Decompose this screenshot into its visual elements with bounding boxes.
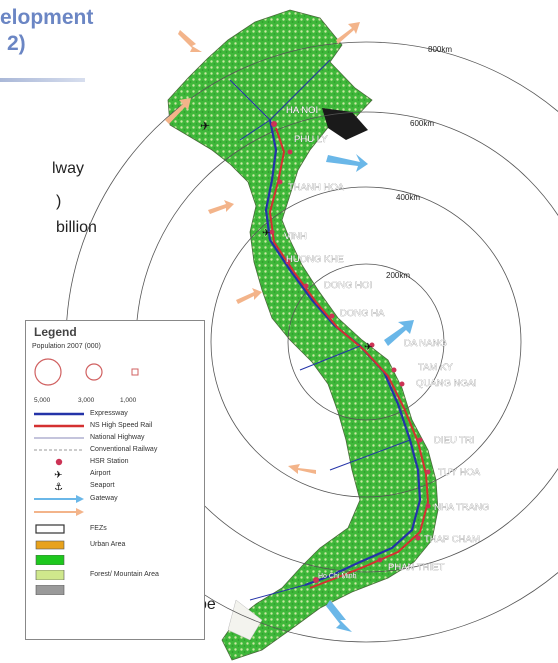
legend-label-airport: Airport xyxy=(90,470,111,477)
legend-label-fezs: FEZs xyxy=(90,525,107,532)
city-label-ho-chi-minh: Ho Chi Minh xyxy=(318,573,357,580)
gateway-arrows xyxy=(326,154,414,632)
population-value-medium: 3,000 xyxy=(78,397,95,404)
forest-box-icon xyxy=(35,570,65,580)
highway-network xyxy=(229,59,411,601)
title-underline xyxy=(0,78,85,82)
svg-text:✈: ✈ xyxy=(364,342,372,353)
population-value-large: 5,000 xyxy=(34,397,51,404)
population-circle-small xyxy=(131,368,139,376)
body-text-fragment-2: ) xyxy=(56,193,62,210)
airport-icon: ✈ xyxy=(54,470,62,479)
city-label-dong-hoi: DONG HOI xyxy=(324,280,372,291)
legend-row-conventional-railway: Conventional Railway xyxy=(32,445,202,455)
city-label-thanh-hoa: THANH HOA xyxy=(288,182,345,193)
population-value-small: 1,000 xyxy=(120,397,137,404)
green-box-icon xyxy=(35,555,65,565)
ring-label-200km: 200km xyxy=(386,271,410,280)
city-label-da-nang: DA NANG xyxy=(404,338,447,349)
rail-line-symbol xyxy=(34,424,84,428)
city-label-nha-trang: NHA TRANG xyxy=(434,502,489,513)
map-legend: Legend Population 2007 (000) 5,000 3,000… xyxy=(25,320,205,640)
legend-label-hsr-station: HSR Station xyxy=(90,458,129,465)
legend-row-national-highway: National Highway xyxy=(32,433,202,443)
legend-label-gateway: Gateway xyxy=(90,495,118,502)
slide-title: elopment 2) xyxy=(0,6,93,55)
legend-label-urban-area: Urban Area xyxy=(90,541,126,548)
ring-label-400km: 400km xyxy=(396,193,420,202)
legend-row-green xyxy=(32,555,202,565)
growth-arrow-icon xyxy=(34,508,84,516)
legend-label-ns-rail: NS High Speed Rail xyxy=(90,422,153,429)
city-label-quang-ngai: QUANG NGAI xyxy=(416,378,477,389)
legend-label-forest: Forest/ Mountain Area xyxy=(90,571,159,578)
city-label-tam-ky: TAM KY xyxy=(418,362,453,373)
city-label-phu-ly: PHU LY xyxy=(294,134,328,145)
growth-arrows xyxy=(165,22,360,474)
legend-row-growth xyxy=(32,507,202,517)
legend-row-gateway: Gateway xyxy=(32,494,202,504)
ring-400km xyxy=(210,186,522,498)
legend-row-urban-area: Urban Area xyxy=(32,540,202,550)
body-text-fragment-1: lway xyxy=(52,160,85,177)
legend-row-forest: Forest/ Mountain Area xyxy=(32,570,202,580)
neighbour-land xyxy=(227,599,263,641)
population-circles xyxy=(34,358,139,386)
grey-box-icon xyxy=(35,585,65,595)
svg-text:✈: ✈ xyxy=(262,228,270,239)
slide-title-line-1: elopment xyxy=(0,6,94,29)
city-markers xyxy=(269,121,431,583)
airport-icons: ✈ ✈ ✈ xyxy=(200,119,372,353)
legend-label-seaport: Seaport xyxy=(90,482,115,489)
ring-label-800km: 800km xyxy=(428,45,452,54)
country-land xyxy=(167,9,439,661)
city-label-phan-thiet: PHAN THIET xyxy=(388,562,445,573)
legend-row-grey xyxy=(32,585,202,595)
legend-row-expressway: Expressway xyxy=(32,409,202,419)
city-label-vinh: VINH xyxy=(284,231,307,242)
legend-row-fezs: FEZs xyxy=(32,524,202,534)
city-label-ha-noi: HA NOI xyxy=(286,105,318,116)
high-speed-rail-route xyxy=(268,127,430,589)
legend-row-ns-rail: NS High Speed Rail xyxy=(32,421,202,431)
legend-label-conventional-railway: Conventional Railway xyxy=(90,446,158,453)
legend-label-expressway: Expressway xyxy=(90,410,128,417)
city-label-tuy-hoa: TUY HOA xyxy=(438,467,481,478)
slide-title-line-2: 2) xyxy=(7,32,26,55)
urban-box-icon xyxy=(35,540,65,550)
city-label-thap-cham: THAP CHAM xyxy=(424,534,480,545)
svg-text:✈: ✈ xyxy=(200,119,210,133)
svg-text:✈: ✈ xyxy=(54,470,62,479)
svg-text:⚓: ⚓ xyxy=(54,482,63,491)
city-label-huong-khe: HUONG KHE xyxy=(286,254,344,265)
legend-row-hsr-station: HSR Station xyxy=(32,457,202,467)
legend-row-seaport: ⚓ Seaport xyxy=(32,481,202,491)
railway-line-symbol xyxy=(34,449,84,451)
city-label-dong-ha: DONG HA xyxy=(340,308,385,319)
legend-row-airport: ✈ Airport xyxy=(32,469,202,479)
legend-label-national-highway: National Highway xyxy=(90,434,145,441)
station-dot-icon xyxy=(55,458,63,466)
legend-population-label: Population 2007 (000) xyxy=(32,343,101,350)
legend-title: Legend xyxy=(34,325,77,339)
city-label-dieu-tri: DIEU TRI xyxy=(434,435,474,446)
population-circle-medium xyxy=(85,363,103,381)
hanoi-coast xyxy=(322,108,368,140)
ring-200km xyxy=(287,263,445,421)
ring-label-600km: 600km xyxy=(410,119,434,128)
highway-line-symbol xyxy=(34,437,84,439)
gateway-arrow-icon xyxy=(34,495,84,503)
expressway-line-symbol xyxy=(34,412,84,416)
seaport-icon: ⚓ xyxy=(54,482,63,491)
fez-box-icon xyxy=(35,524,65,534)
population-circle-large xyxy=(34,358,62,386)
